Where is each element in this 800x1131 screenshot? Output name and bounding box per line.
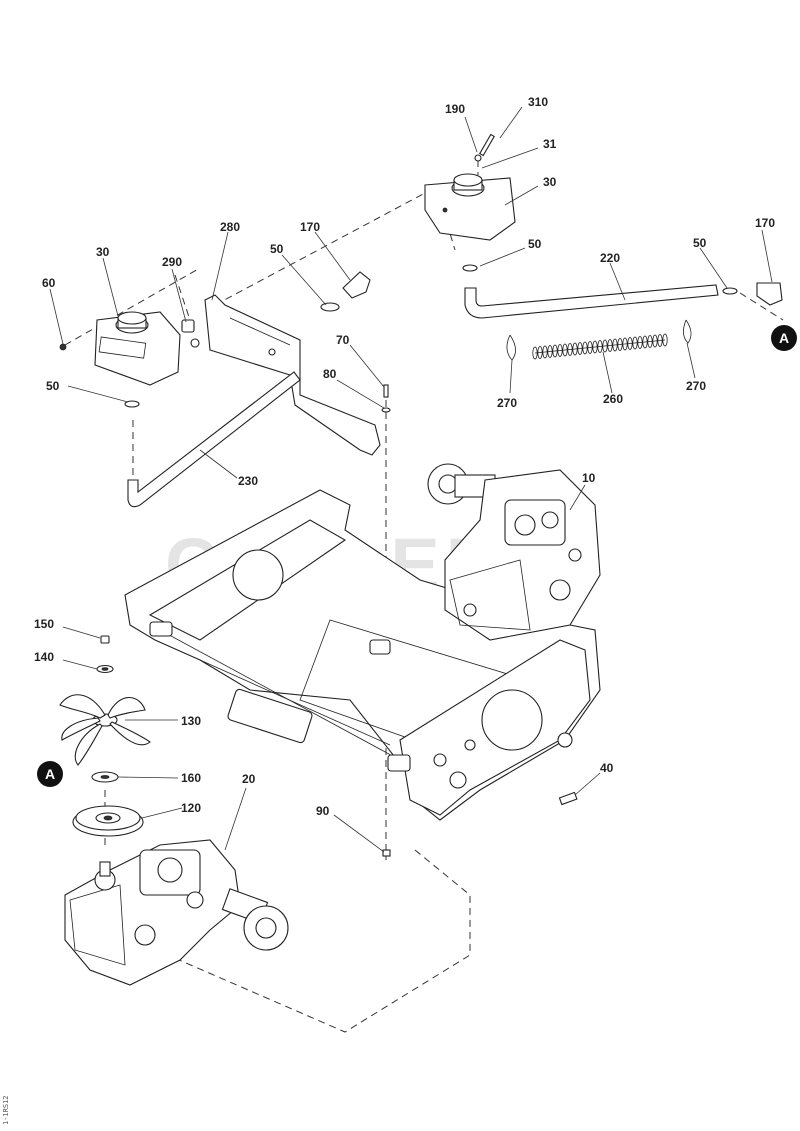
frame-hole [464, 739, 476, 751]
callout-60: 60 [42, 276, 56, 290]
spring-coil [612, 338, 618, 352]
callout-190: 190 [445, 102, 465, 116]
reservoir-left [94, 311, 181, 408]
callout-70: 70 [336, 333, 350, 347]
frame-hole-left [232, 549, 284, 601]
callout-270-right: 270 [686, 379, 706, 393]
callout-220: 220 [600, 251, 620, 265]
spring-coil [587, 341, 593, 354]
spring-coil [632, 336, 638, 350]
fasteners [59, 133, 578, 857]
callout-80: 80 [323, 367, 337, 381]
spring-coil [637, 336, 643, 349]
spring-coil [647, 335, 653, 348]
spring-coil [597, 340, 603, 353]
callout-labels: 310 190 31 30 170 50 220 50 280 170 50 3… [34, 95, 775, 818]
callout-50-left: 50 [46, 379, 60, 393]
callout-30-right: 30 [543, 175, 557, 189]
spring-coil [607, 339, 613, 352]
spring-coil [642, 335, 648, 349]
callout-260: 260 [603, 392, 623, 406]
spring-coil [557, 344, 563, 357]
spring-coil [552, 344, 558, 358]
spring-coil [582, 341, 588, 355]
callout-150: 150 [34, 617, 54, 631]
svg-text:A: A [779, 330, 789, 346]
main-frame [124, 489, 601, 821]
callout-310: 310 [528, 95, 548, 109]
cooling-fan [59, 694, 151, 766]
callout-10: 10 [582, 471, 596, 485]
callout-40: 40 [600, 761, 614, 775]
fan-hardware [91, 635, 119, 783]
spring-coil [532, 346, 538, 360]
spring-coil [602, 339, 608, 353]
hose-230 [127, 371, 301, 508]
spring-coil [592, 340, 598, 354]
spring-coil [547, 345, 553, 358]
callout-290: 290 [162, 255, 182, 269]
spring-coil [622, 337, 628, 351]
hydraulic-pump-right [427, 463, 601, 641]
reference-marker-a-right: A [771, 325, 797, 351]
callout-20: 20 [242, 772, 256, 786]
callout-50-fitting: 50 [693, 236, 707, 250]
callout-160: 160 [181, 771, 201, 785]
callout-170-mid: 170 [300, 220, 320, 234]
callout-170-right: 170 [755, 216, 775, 230]
reference-marker-a-left: A [37, 761, 63, 787]
spring-coil [537, 346, 543, 359]
callout-31: 31 [543, 137, 557, 151]
frame-hole-right [481, 689, 543, 751]
spring-coil [577, 342, 583, 355]
spring-coil [617, 338, 623, 351]
spring-coil [627, 337, 633, 350]
callout-130: 130 [181, 714, 201, 728]
spring-coil [652, 334, 658, 348]
callout-50-mid: 50 [270, 242, 284, 256]
spring-coil [572, 342, 578, 356]
reservoir-right [424, 173, 516, 272]
leader-lines [49, 106, 773, 853]
spring-coil [657, 334, 663, 347]
reservoir-bracket [181, 294, 381, 456]
spring-coil [542, 345, 548, 359]
spring-coil [562, 343, 568, 357]
hose-220 [464, 282, 783, 319]
pulley [72, 805, 144, 837]
callout-30-left: 30 [96, 245, 110, 259]
drawing-code: 1-1RS12 [2, 1095, 10, 1125]
callout-230: 230 [238, 474, 258, 488]
callout-120: 120 [181, 801, 201, 815]
callout-140: 140 [34, 650, 54, 664]
spring-260 [532, 333, 668, 360]
callout-50-right: 50 [528, 237, 542, 251]
fitting-170 [320, 271, 371, 312]
callout-90: 90 [316, 804, 330, 818]
spring-coil [662, 333, 668, 347]
frame-hole [433, 753, 447, 767]
callout-280: 280 [220, 220, 240, 234]
svg-text:A: A [45, 766, 55, 782]
callout-270-left: 270 [497, 396, 517, 410]
spring-coil [567, 343, 573, 356]
frame-hole [449, 771, 467, 789]
hydraulic-pump-left [64, 839, 289, 986]
frame-hole [557, 732, 573, 748]
